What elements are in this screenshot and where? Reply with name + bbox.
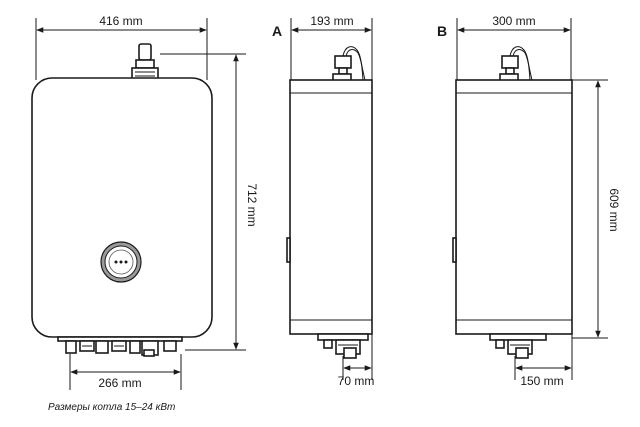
front-width-label: 416 mm [99, 14, 142, 28]
view-a-letter: A [272, 23, 282, 39]
front-bottom-label: 266 mm [98, 376, 141, 390]
view-b-bottom-connectors [489, 333, 547, 359]
drawing-caption: Размеры котла 15–24 кВт [48, 402, 175, 413]
view-a-top-valve [332, 46, 366, 82]
front-bottom-connectors [57, 336, 183, 357]
front-body [31, 77, 213, 338]
view-b-body [455, 79, 573, 335]
front-top-valve [131, 43, 159, 81]
view-b-height-label: 609 mm [607, 188, 621, 231]
side-view-b: B 300 mm 609 mm [437, 14, 621, 388]
view-b-bottom-label: 150 mm [520, 374, 563, 388]
view-b-letter: B [437, 23, 447, 39]
view-b-width-label: 300 mm [492, 14, 535, 28]
view-a-body [289, 79, 373, 335]
side-view-a: A 193 mm 70 mm [272, 14, 374, 388]
view-b-top-valve [499, 46, 533, 82]
control-knob [100, 241, 142, 283]
view-a-bottom-label: 70 mm [338, 374, 375, 388]
front-height-label: 712 mm [245, 183, 259, 226]
front-view: 416 mm [31, 14, 259, 390]
view-a-width-label: 193 mm [310, 14, 353, 28]
view-a-bottom-connectors [317, 333, 369, 359]
